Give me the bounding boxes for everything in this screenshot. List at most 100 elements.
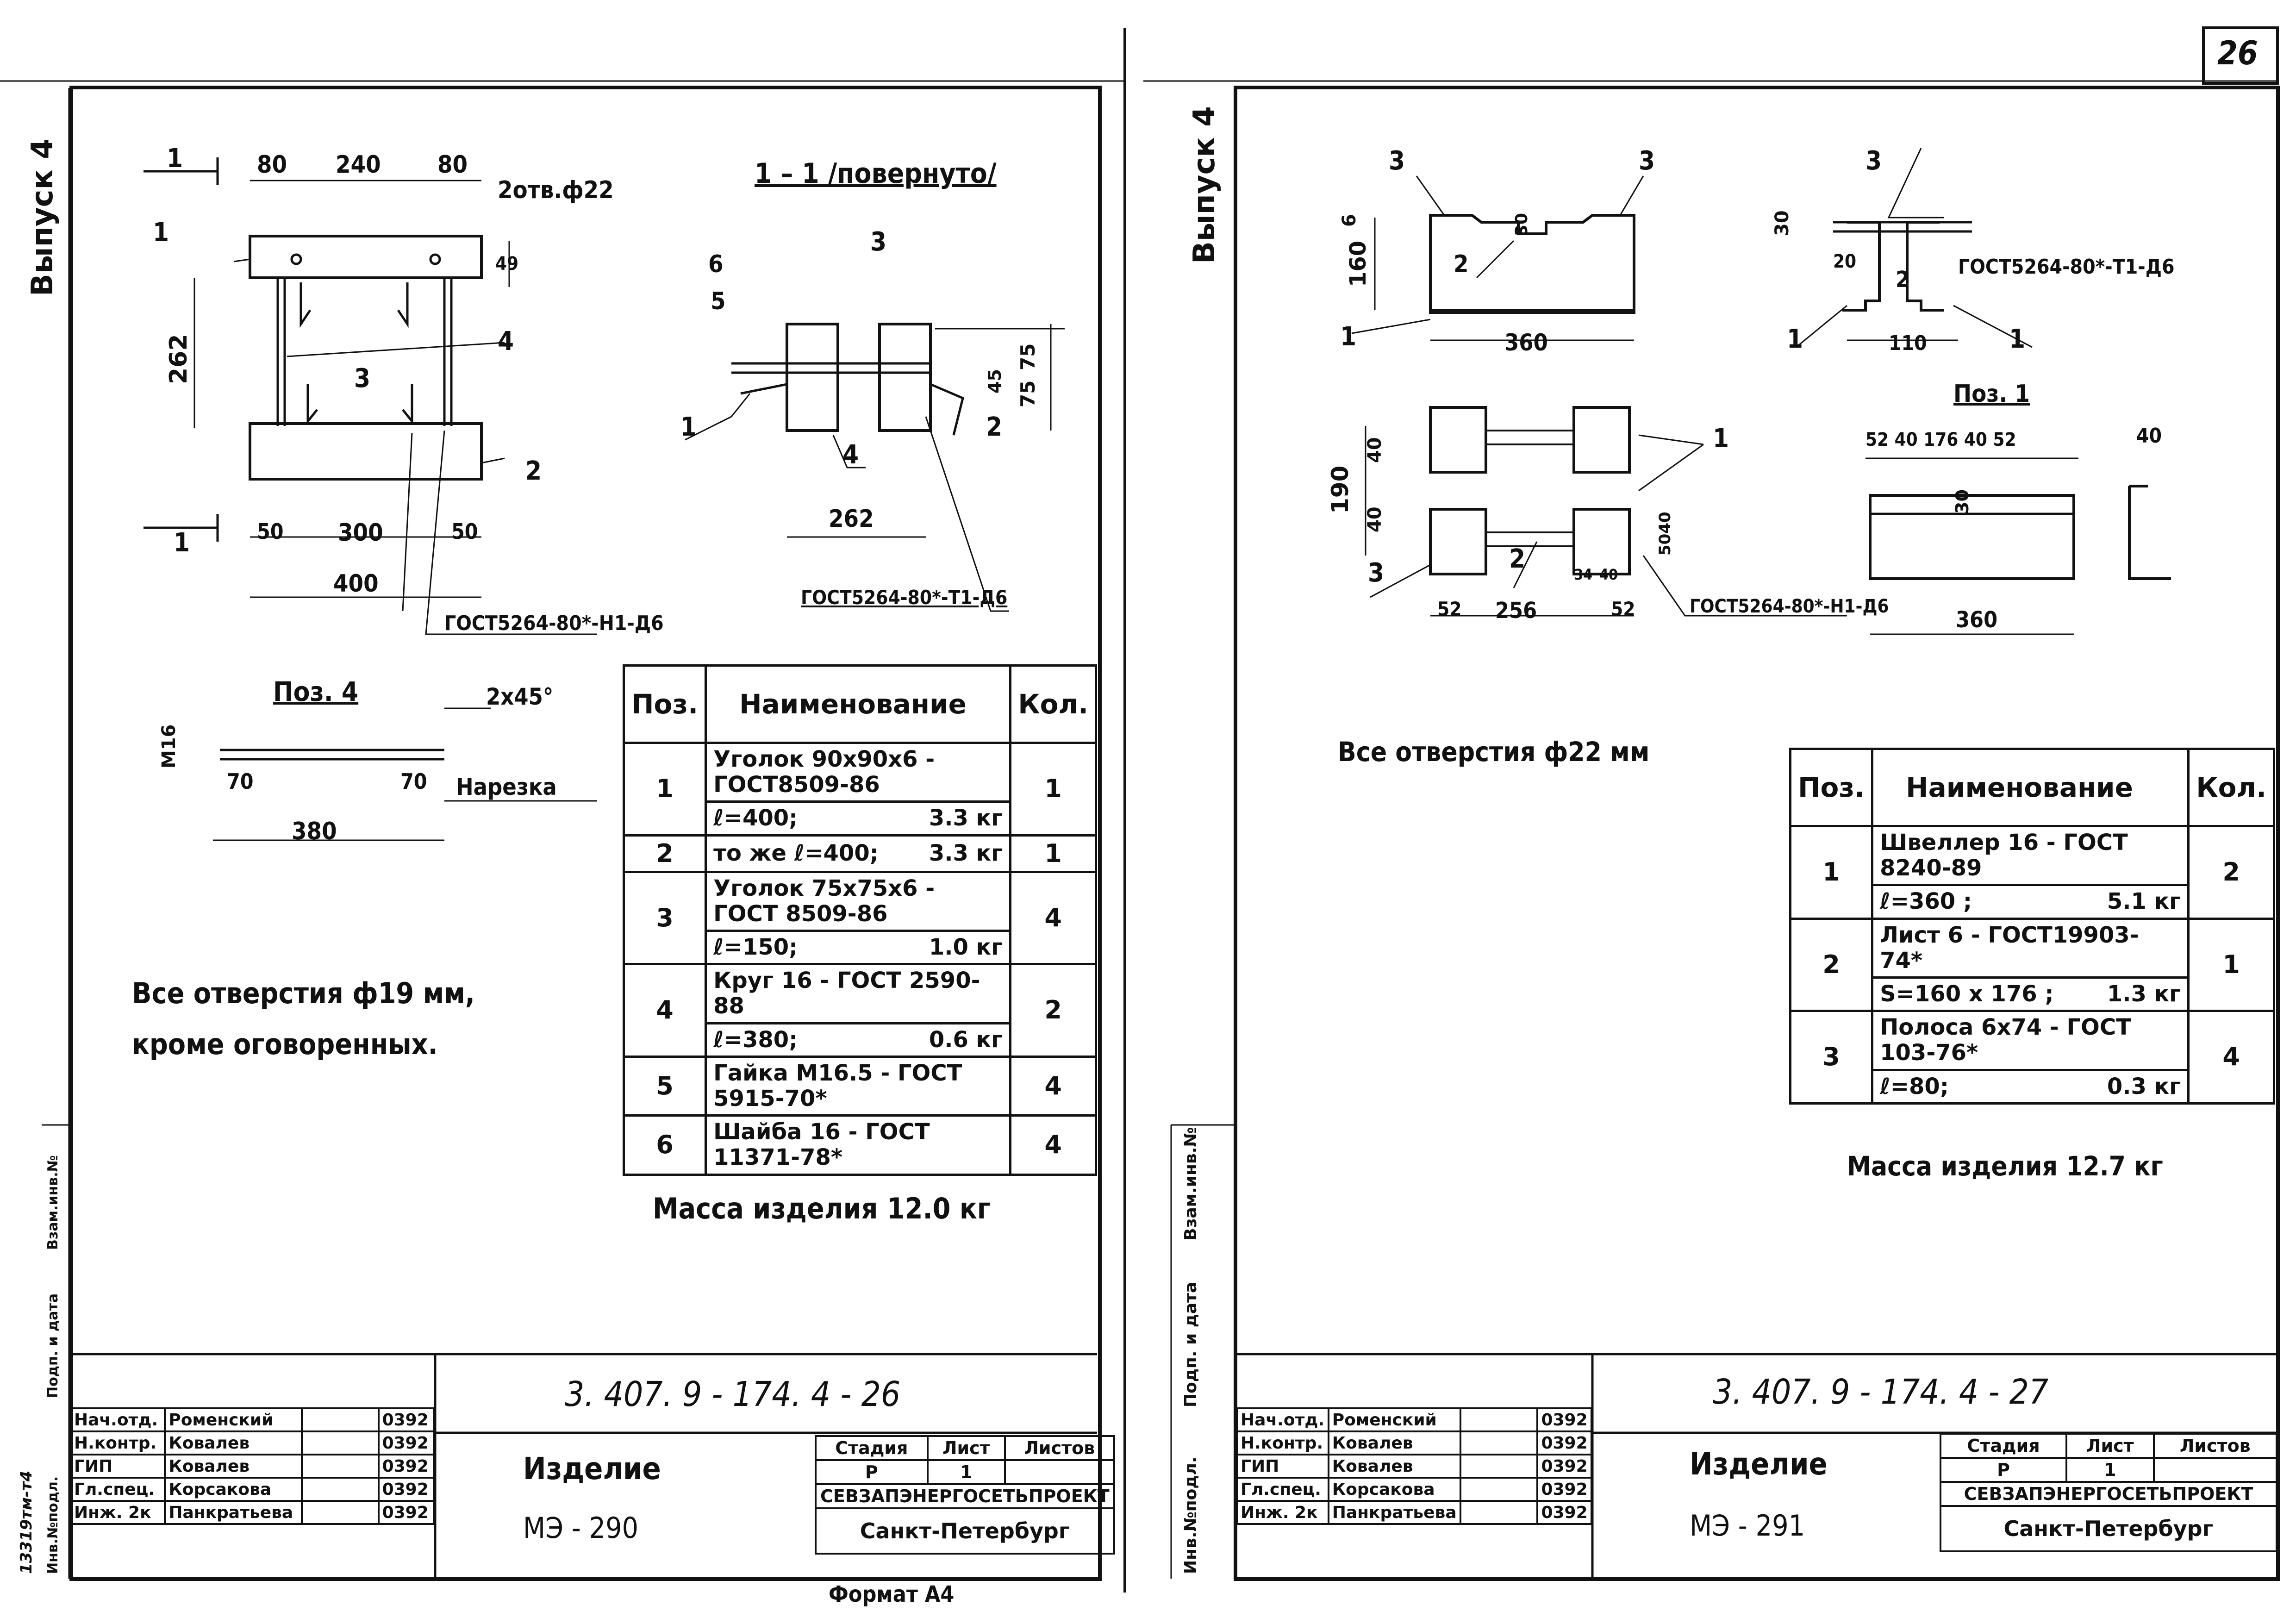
r-side-dim30: 30 <box>1772 210 1793 236</box>
right-note: Все отверстия ф22 мм <box>1338 736 1650 768</box>
left-format: Формат А4 <box>829 1581 955 1607</box>
th-name: Наименование <box>1871 748 2190 827</box>
right-spec-table: Поз. Наименование Кол. 1 Швеллер 16 - ГО… <box>1789 748 2275 1105</box>
r-plan-weld: ГОСТ5264-80*-Н1-Д6 <box>1690 596 1889 617</box>
poz4-thread: Нарезка <box>456 774 557 800</box>
poz4-dim-380: 380 <box>292 818 337 845</box>
sec-pos-6: 6 <box>708 250 724 278</box>
dim-240: 240 <box>336 151 381 179</box>
r-top-pos1: 1 <box>1340 322 1357 352</box>
r-plan-dim52a: 52 <box>1437 598 1462 620</box>
dim-80b: 80 <box>437 151 468 179</box>
table-row-sub: S=160 х 176 ;1.3 кг <box>1791 976 2274 1012</box>
r-poz1-dims: 52 40 176 40 52 <box>1866 429 2016 450</box>
poz4-chamfer: 2х45° <box>486 683 554 710</box>
sec-dim-45: 45 <box>985 369 1005 394</box>
r-plan-dim40a: 40 <box>1364 437 1385 463</box>
right-item-label: Изделие <box>1690 1446 1828 1482</box>
left-item-label: Изделие <box>523 1451 661 1487</box>
th-name: Наименование <box>705 664 1012 744</box>
table-row-sub: ℓ=150;1.0 кг <box>624 930 1096 966</box>
table-row-sub: ℓ=380;0.6 кг <box>624 1022 1096 1058</box>
left-mass: Масса изделия 12.0 кг <box>653 1192 991 1225</box>
r-top-pos3a: 3 <box>1389 146 1405 176</box>
r-plan-dim34: 34 <box>1574 566 1593 583</box>
sec-pos-3: 3 <box>870 227 887 257</box>
weld-spec-plan: ГОСТ5264-80*-Н1-Д6 <box>444 612 664 635</box>
right-side-replace: Взам.инв.№ <box>1181 1127 1200 1241</box>
poz4-dim-70b: 70 <box>400 769 427 794</box>
poz4-title: Поз. 4 <box>273 676 359 707</box>
r-side-pos1a: 1 <box>1787 324 1803 354</box>
sec-pos-4: 4 <box>842 440 859 470</box>
table-row: 3 Полоса 6х74 - ГОСТ 103-76* 4 <box>1789 1010 2275 1105</box>
left-spec-table: Поз. Наименование Кол. 1 Уголок 90х90х6 … <box>622 664 1097 1176</box>
table-row: 1 Уголок 90х90х6 - ГОСТ8509-86 1 <box>622 741 1097 837</box>
table-row: 4 Круг 16 - ГОСТ 2590-88 2 <box>622 963 1097 1058</box>
left-doc-code: 3. 407. 9 - 174. 4 - 26 <box>565 1374 901 1414</box>
right-side-inv: Инв.№подл. <box>1181 1456 1200 1574</box>
r-plan-pos3: 3 <box>1368 558 1385 588</box>
right-vertical-label: Выпуск 4 <box>1187 106 1222 264</box>
table-row: 3 Уголок 75х75х6 - ГОСТ 8509-86 4 <box>622 870 1097 966</box>
left-side-sign: Подп. и дата <box>45 1293 61 1398</box>
right-doc-code: 3. 407. 9 - 174. 4 - 27 <box>1713 1372 2049 1412</box>
r-plan-dim5040: 5040 <box>1656 512 1674 556</box>
table-row-sub: ℓ=360 ;5.1 кг <box>1791 884 2274 920</box>
left-note-line1: Все отверстия ф19 мм, <box>132 976 475 1010</box>
dim-49: 49 <box>495 253 519 275</box>
right-item-code: МЭ - 291 <box>1690 1509 1805 1543</box>
table-row: 2 Лист 6 - ГОСТ19903-74* 1 <box>1789 917 2275 1012</box>
r-side-pos2: 2 <box>1896 267 1910 293</box>
cut-mark-bottom: 1 <box>174 528 190 558</box>
left-side-number: 13319тм-т4 <box>17 1470 36 1574</box>
th-pos: Поз. <box>622 664 707 744</box>
table-row-sub: ℓ=400;3.3 кг <box>624 800 1096 837</box>
table-row: 5 Гайка М16.5 - ГОСТ 5915-70* 4 <box>622 1055 1097 1117</box>
r-plan-dim40b: 40 <box>1364 506 1385 532</box>
right-mass: Масса изделия 12.7 кг <box>1847 1150 2163 1182</box>
cut-mark-top: 1 <box>167 144 183 174</box>
page-number: 26 <box>2217 34 2258 72</box>
table-row: 6 Шайба 16 - ГОСТ 11371-78* 4 <box>622 1114 1097 1176</box>
pos-1-label: 1 <box>153 218 169 248</box>
r-side-dim110: 110 <box>1889 331 1927 355</box>
left-side-inv: Инв.№подл. <box>45 1476 61 1574</box>
left-plate-bottom <box>249 422 483 481</box>
left-side-replace: Взам.инв.№ <box>45 1155 61 1250</box>
sec-dim-75a: 75 <box>1017 343 1039 370</box>
left-sheet-frame <box>69 86 1102 1581</box>
table-row-sub: ℓ=80;0.3 кг <box>1791 1068 2274 1105</box>
r-plan-dim190: 190 <box>1327 465 1354 514</box>
dim-80a: 80 <box>257 151 287 179</box>
th-qty: Кол. <box>2187 748 2275 827</box>
sec-dim-75b: 75 <box>1017 380 1039 407</box>
right-side-sign: Подп. и дата <box>1181 1281 1200 1407</box>
right-sheet-frame <box>1234 86 2280 1581</box>
r-side-dim20a: 20 <box>1833 251 1857 272</box>
th-pos: Поз. <box>1789 748 1874 827</box>
r-top-pos2: 2 <box>1454 250 1469 278</box>
table-row: 2 то же ℓ=400;3.3 кг 1 <box>622 834 1097 873</box>
r-plan-pos2: 2 <box>1509 544 1526 574</box>
left-vertical-label: Выпуск 4 <box>25 138 60 296</box>
sec-pos-1: 1 <box>680 412 697 442</box>
weld-spec-section: ГОСТ5264-80*-Т1-Д6 <box>801 586 1008 609</box>
pos-4-label: 4 <box>498 326 514 356</box>
r-side-pos1b: 1 <box>2009 324 2026 354</box>
r-plan-pos1: 1 <box>1713 424 1729 454</box>
poz4-m16: М16 <box>158 724 180 768</box>
r-poz1-title: Поз. 1 <box>1953 380 2030 408</box>
r-top-dim30: 30 <box>1512 212 1531 236</box>
